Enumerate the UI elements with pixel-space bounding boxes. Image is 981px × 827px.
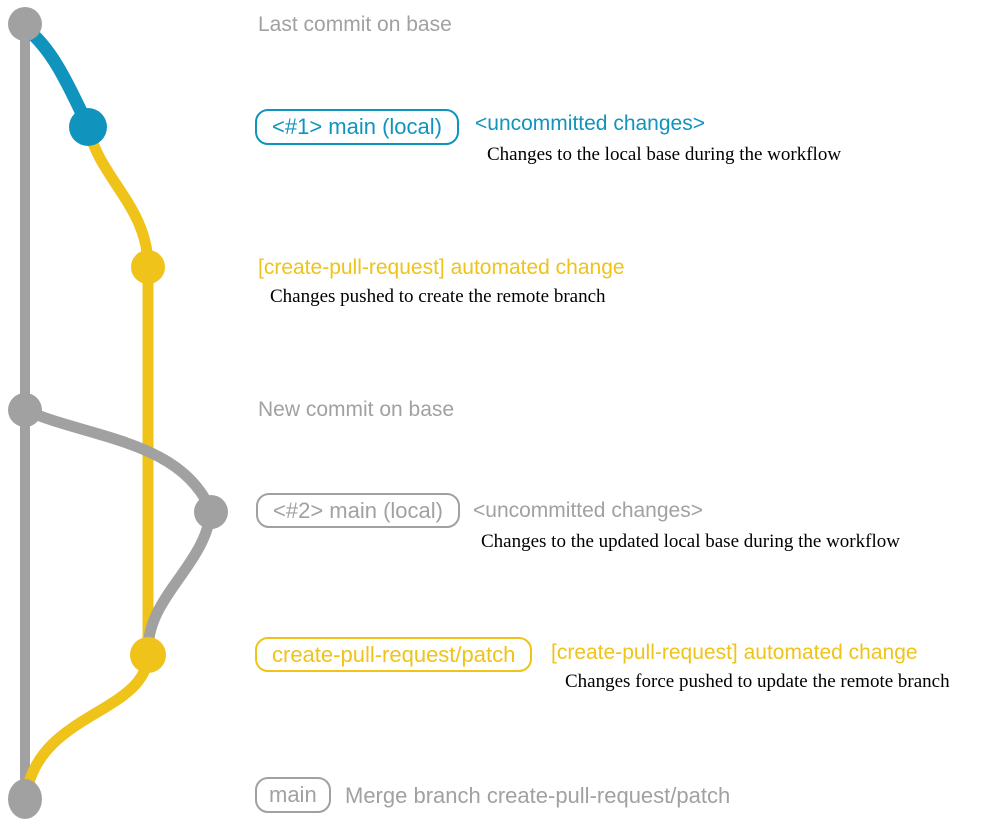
branch-badge-local-main-1: <#1> main (local)	[255, 109, 459, 145]
branch-badge-patch: create-pull-request/patch	[255, 637, 533, 672]
commit-dot-merge	[8, 779, 42, 819]
push-detail-2: Changes force pushed to update the remot…	[565, 671, 950, 692]
commit-dot-base-tip	[8, 7, 42, 41]
commit-dot-base-new	[8, 393, 42, 427]
automated-change-label-2: [create-pull-request] automated change	[551, 641, 918, 664]
push-detail-1: Changes pushed to create the remote bran…	[270, 286, 606, 307]
local-base-detail-1: Changes to the local base during the wor…	[487, 144, 842, 165]
uncommitted-changes-label-1: <uncommitted changes>	[475, 112, 705, 135]
last-commit-note: Last commit on base	[258, 13, 452, 36]
patch-branch-line	[82, 121, 154, 661]
commit-dot-local-main-1	[69, 108, 107, 146]
branch-badge-local-main-2: <#2> main (local)	[256, 493, 460, 528]
commit-dot-patch-1	[131, 250, 165, 284]
patch-merge-curve	[20, 649, 154, 802]
commit-dot-local-main-2	[194, 495, 228, 529]
branch-badge-main: main	[255, 777, 331, 813]
uncommitted-changes-label-2: <uncommitted changes>	[473, 499, 703, 522]
commit-dot-patch-2	[130, 637, 166, 673]
local-base-detail-2: Changes to the updated local base during…	[481, 531, 900, 552]
new-commit-note: New commit on base	[258, 398, 455, 421]
automated-change-label-1: [create-pull-request] automated change	[258, 256, 625, 279]
merge-note: Merge branch create-pull-request/patch	[345, 783, 731, 808]
updated-local-branch-curve	[19, 404, 217, 656]
